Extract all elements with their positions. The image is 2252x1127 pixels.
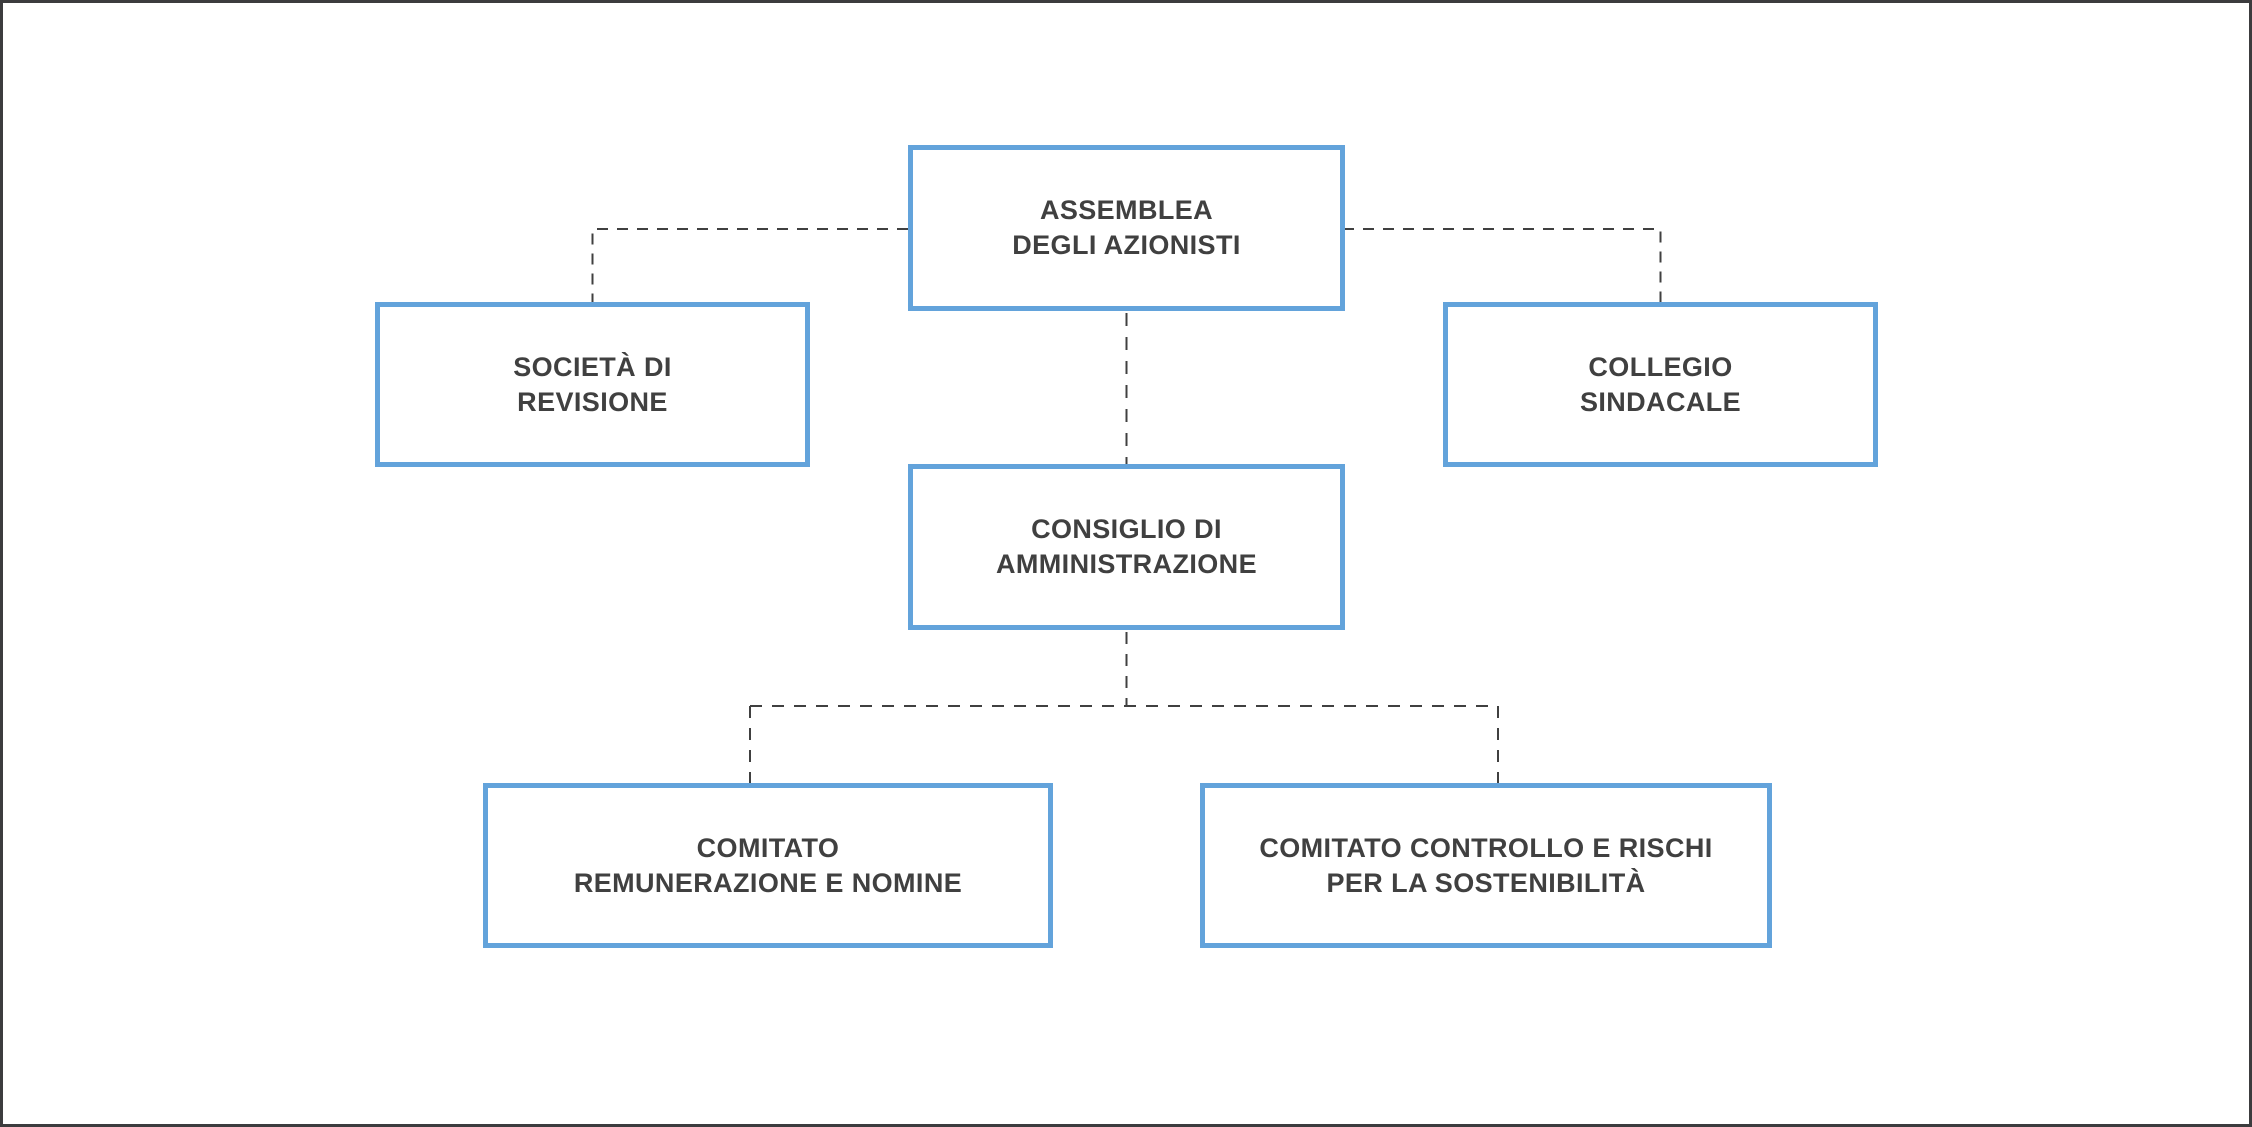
edge-consiglio-comitati <box>749 632 1499 783</box>
node-consiglio-di-amministrazione: CONSIGLIO DI AMMINISTRAZIONE <box>908 464 1345 630</box>
edge-assemblea-collegio <box>1343 228 1662 302</box>
node-collegio-sindacale: COLLEGIO SINDACALE <box>1443 302 1878 467</box>
node-comitato-controllo-e-rischi: COMITATO CONTROLLO E RISCHI PER LA SOSTE… <box>1200 783 1772 948</box>
edge-assemblea-societa <box>591 228 908 302</box>
node-comitato-remunerazione-e-nomine: COMITATO REMUNERAZIONE E NOMINE <box>483 783 1053 948</box>
node-societa-di-revisione: SOCIETÀ DI REVISIONE <box>375 302 810 467</box>
node-assemblea-degli-azionisti: ASSEMBLEA DEGLI AZIONISTI <box>908 145 1345 311</box>
